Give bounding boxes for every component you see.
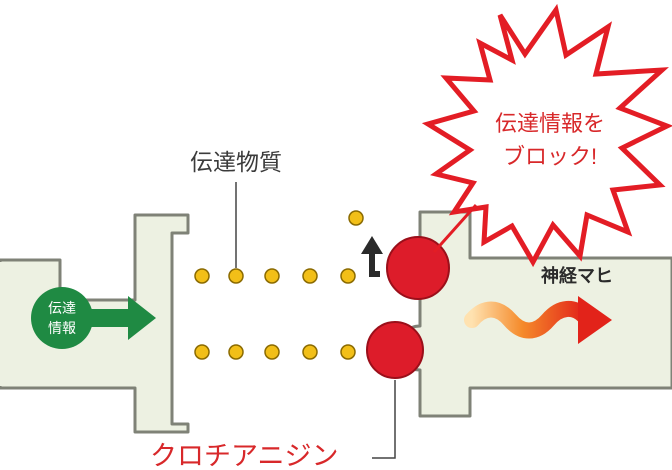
- signal-label-line2: 情報: [48, 320, 76, 336]
- vesicle-row-top: [194, 268, 356, 284]
- vesicle: [302, 344, 318, 360]
- vesicle: [228, 268, 244, 284]
- vesicle: [264, 268, 280, 284]
- vesicle: [302, 268, 318, 284]
- wavy-arrow-icon: [464, 296, 612, 344]
- bounced-vesicle: [348, 210, 364, 226]
- vesicle: [228, 344, 244, 360]
- signal-circle: [31, 287, 93, 349]
- clothianidin-molecule: [366, 321, 424, 379]
- burst-pointer-line: [432, 204, 478, 253]
- block-label-line2: ブロック!: [503, 144, 597, 169]
- vesicle: [340, 268, 356, 284]
- vesicle: [194, 344, 210, 360]
- vesicle: [264, 344, 280, 360]
- clothianidin-leader-line: [372, 380, 396, 459]
- clothianidin-molecule-bound: [386, 236, 450, 300]
- block-burst-callout: [421, 3, 672, 268]
- vesicle: [194, 268, 210, 284]
- clothianidin-label: クロチアニジン: [150, 441, 338, 470]
- vesicle: [340, 344, 356, 360]
- vesicle-row-bottom: [194, 344, 356, 360]
- block-label-line1: 伝達情報を: [495, 111, 605, 136]
- arrow-right-icon: [90, 296, 156, 340]
- paralysis-label: 神経マヒ: [541, 265, 613, 286]
- bent-arrow-icon: [361, 236, 383, 277]
- neurotransmitter-label: 伝達物質: [190, 149, 282, 175]
- signal-label-line1: 伝達: [48, 300, 76, 316]
